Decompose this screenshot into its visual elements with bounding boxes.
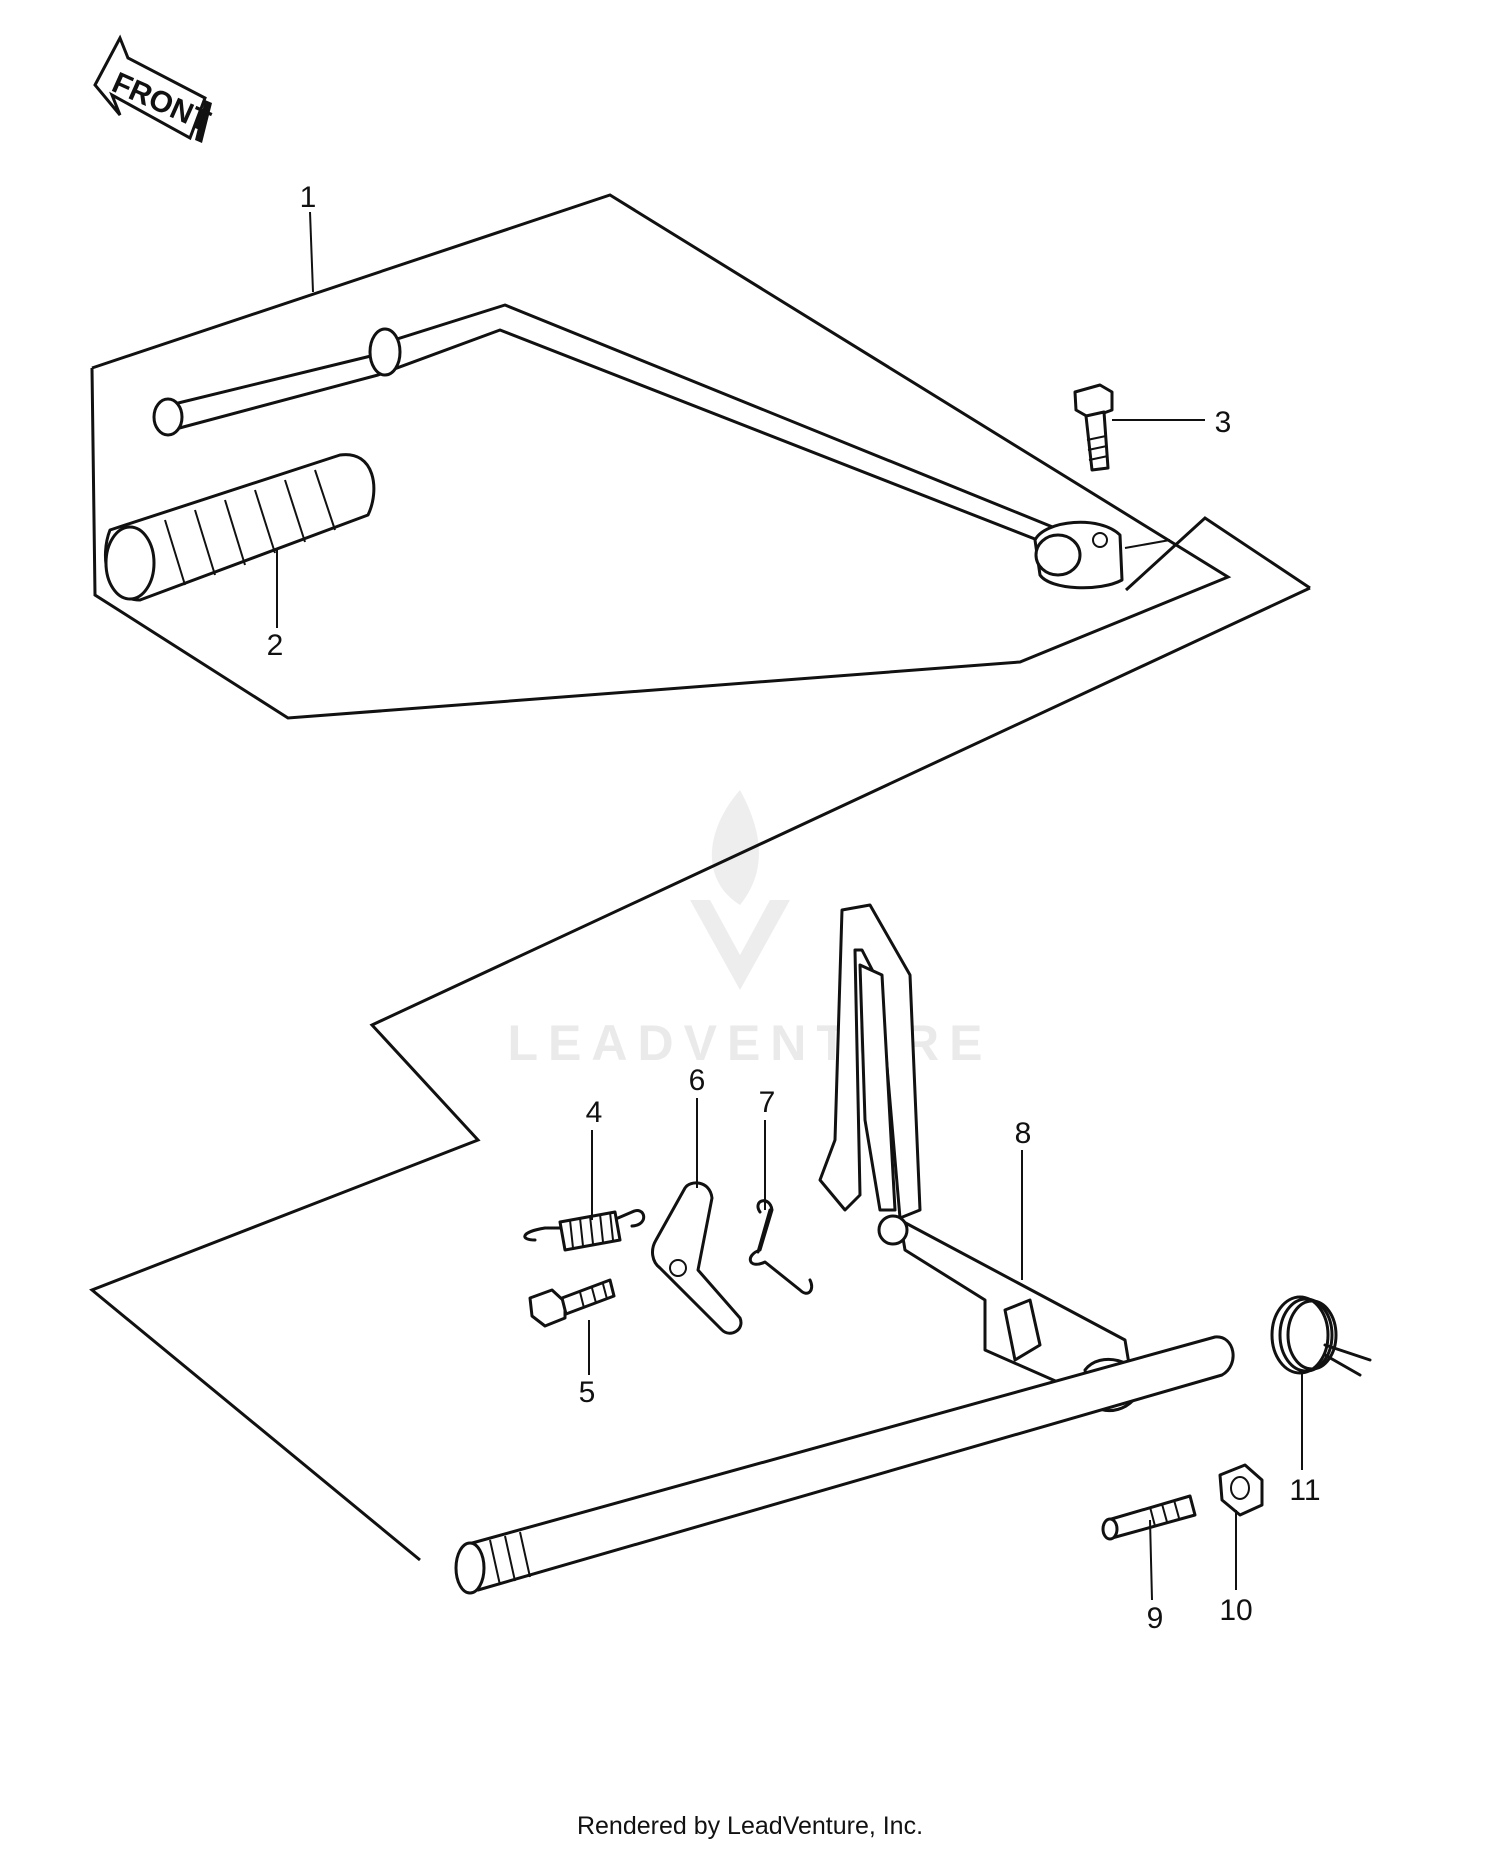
callout-10: 10: [1219, 1594, 1252, 1627]
stopper-screw: [528, 1278, 616, 1328]
shift-shaft: [454, 1335, 1235, 1595]
shift-lever-arm: [818, 903, 1142, 1413]
callout-11: 11: [1289, 1474, 1320, 1507]
callout-5: 5: [579, 1376, 596, 1409]
stud-bolt: [1101, 1494, 1197, 1541]
stopper-plate: [651, 1181, 743, 1335]
return-spring: [523, 1209, 646, 1252]
callout-3: 3: [1215, 406, 1232, 439]
front-arrow-icon: FRONT: [93, 34, 215, 143]
group-connector-line: [1124, 516, 1311, 592]
callout-4: 4: [586, 1096, 603, 1129]
callout-6: 6: [689, 1064, 706, 1097]
watermark-text: LEADVENTURE: [507, 1015, 992, 1071]
upper-group-frame: [90, 193, 1232, 720]
render-credit: Rendered by LeadVenture, Inc.: [576, 1812, 924, 1840]
pedal-bolt: [1073, 383, 1114, 472]
leadventure-watermark: LEADVENTURE: [507, 790, 992, 1071]
lock-nut: [1218, 1463, 1264, 1517]
leader-lines: [276, 211, 1303, 1601]
lower-group-frame: [89, 586, 1311, 1562]
callout-2: 2: [267, 629, 284, 662]
callout-1: 1: [300, 181, 317, 214]
change-pedal: [152, 303, 1124, 590]
callout-7: 7: [759, 1086, 776, 1119]
pedal-rubber: [103, 453, 376, 602]
wire-spring: [749, 1199, 814, 1295]
callout-8: 8: [1015, 1117, 1032, 1150]
callout-9: 9: [1147, 1602, 1164, 1635]
torsion-spring: [1270, 1295, 1372, 1377]
